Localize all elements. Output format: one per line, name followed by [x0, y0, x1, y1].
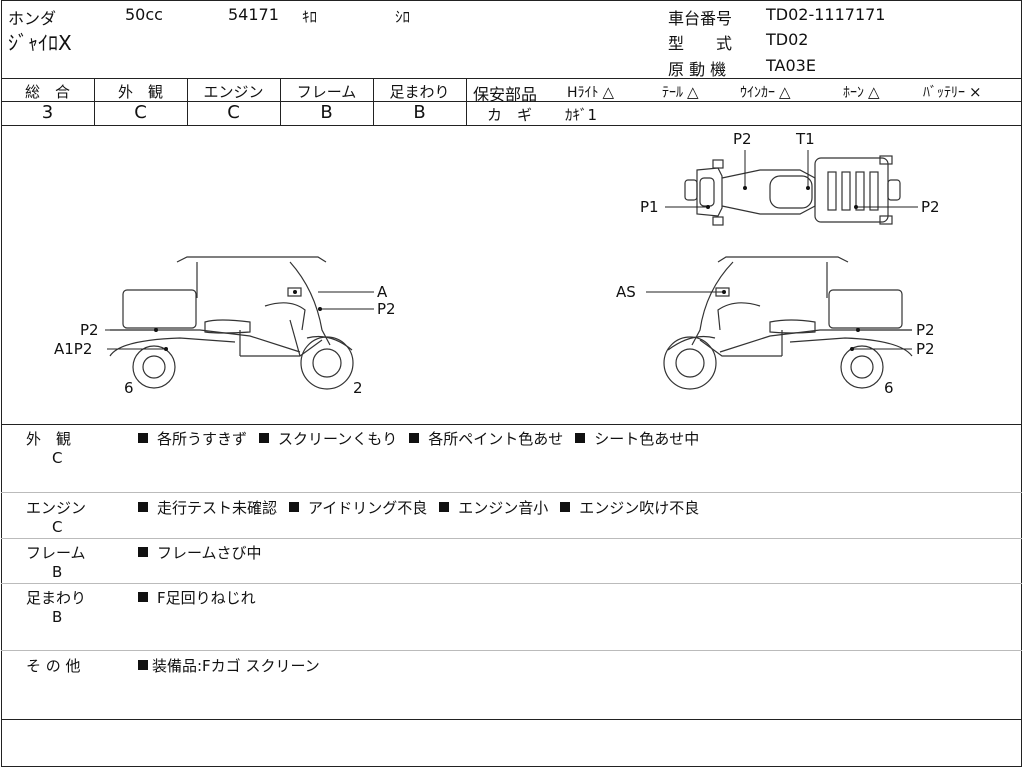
score-value-engine: C: [227, 102, 240, 123]
divider: [1, 424, 1022, 425]
row-divider: [1, 492, 1022, 493]
row-divider: [1, 650, 1022, 651]
engine-value: TA03E: [766, 56, 816, 75]
score-value-frame: B: [320, 102, 333, 123]
warning-triangle-icon: △: [779, 83, 791, 101]
warning-triangle-icon: △: [868, 83, 880, 101]
right-label-as: AS: [616, 283, 636, 301]
mirror-box: [715, 287, 730, 297]
frame-no-label: 車台番号: [668, 9, 733, 28]
safety-label: 保安部品: [473, 85, 538, 104]
type-value: TD02: [766, 30, 809, 49]
bullet-square-icon: [138, 547, 148, 557]
top-label-t1: T1: [795, 130, 815, 148]
left-label-p2-a: P2: [377, 300, 396, 318]
top-label-p2: P2: [733, 130, 752, 148]
right-label-wheel-rear: 6: [884, 379, 894, 397]
leader-lines: [105, 150, 918, 350]
row-divider: [1, 538, 1022, 539]
right-label-p2-b: P2: [916, 340, 935, 358]
bullet-square-icon: [138, 433, 148, 443]
score-label-total: 総 合: [24, 83, 70, 101]
warning-triangle-icon: △: [602, 83, 615, 101]
left-label-a: A: [377, 283, 388, 301]
score-label-frame: フレーム: [296, 83, 357, 101]
maker: ホンダ: [8, 9, 57, 28]
vehicle-diagram: P2 T1 P1 P2 A P2 P2 A1P2 6 2 AS P2 P2 6: [54, 130, 940, 397]
remark-label-engine: エンジン: [26, 499, 87, 517]
bullet-square-icon: [138, 592, 148, 602]
displacement: 50cc: [125, 5, 163, 24]
row-divider: [1, 583, 1022, 584]
mirror-box: [287, 287, 302, 297]
divider: [1, 101, 467, 102]
damage-dots: [154, 186, 860, 351]
cell-divider: [187, 78, 188, 126]
score-label-exterior: 外 観: [117, 83, 163, 101]
left-label-wheel-rear: 6: [124, 379, 134, 397]
remark-grade-suspension: B: [52, 608, 63, 626]
right-side-view-drawing: [663, 256, 913, 390]
left-side-view-drawing: [109, 256, 354, 390]
mileage: 54171: [228, 5, 279, 24]
key-value: ｶｷﾞ1: [565, 106, 598, 124]
bullet-square-icon: [138, 502, 148, 512]
remark-items-exterior: 各所うすきずスクリーンくもり各所ペイント色あせシート色あせ中: [138, 428, 711, 449]
top-view-drawing: [684, 155, 901, 226]
bullet-square-icon: [560, 502, 571, 512]
safety-item-horn: ﾎｰﾝ△: [843, 83, 880, 101]
cross-icon: ×: [969, 83, 982, 101]
score-label-engine: エンジン: [203, 83, 264, 101]
top-label-p2-right: P2: [921, 198, 940, 216]
remark-grade-frame: B: [52, 563, 63, 581]
divider: [1, 78, 1022, 79]
divider: [466, 101, 1022, 102]
remark-items-suspension: F足回りねじれ: [138, 587, 268, 608]
remark-items-engine: 走行テスト未確認アイドリング不良エンジン音小エンジン吹け不良: [138, 497, 711, 518]
score-value-exterior: C: [134, 102, 147, 123]
bullet-square-icon: [259, 433, 270, 443]
warning-triangle-icon: △: [687, 83, 699, 101]
top-label-p1: P1: [640, 198, 659, 216]
left-label-p2-b: P2: [80, 321, 99, 339]
safety-item-battery: ﾊﾞｯﾃﾘｰ×: [923, 83, 982, 101]
divider: [1, 125, 1022, 126]
cell-divider: [94, 78, 95, 126]
key-label: カ ギ: [487, 106, 533, 124]
engine-label: 原 動 機: [668, 60, 727, 79]
remark-label-frame: フレーム: [26, 544, 86, 562]
remark-items-other: 装備品:Fカゴ スクリーン: [138, 655, 332, 676]
bullet-square-icon: [138, 660, 148, 670]
remark-label-exterior: 外 観: [26, 430, 72, 448]
bullet-square-icon: [575, 433, 586, 443]
bullet-square-icon: [439, 502, 450, 512]
model-name: ｼﾞｬｲﾛX: [8, 31, 72, 55]
remark-grade-exterior: C: [52, 449, 63, 467]
cell-divider: [280, 78, 281, 126]
type-label: 型 式: [668, 34, 733, 53]
remark-label-other: そ の 他: [26, 657, 81, 675]
bullet-square-icon: [409, 433, 420, 443]
frame-no: TD02-1117171: [766, 5, 886, 24]
bullet-square-icon: [289, 502, 300, 512]
cell-divider: [466, 78, 467, 126]
color: ｼﾛ: [395, 8, 411, 26]
remark-label-suspension: 足まわり: [26, 589, 87, 607]
remark-items-frame: フレームさび中: [138, 542, 274, 563]
divider: [1, 719, 1022, 720]
mileage-unit: ｷﾛ: [302, 8, 318, 26]
score-value-suspension: B: [413, 102, 426, 123]
score-value-total: 3: [41, 102, 54, 123]
safety-item-winker: ｳｲﾝｶｰ△: [740, 83, 791, 101]
left-label-a1p2: A1P2: [54, 340, 92, 358]
remark-grade-engine: C: [52, 518, 63, 536]
left-label-wheel-front: 2: [353, 379, 363, 397]
score-label-suspension: 足まわり: [389, 83, 450, 101]
safety-item-headlight: Hﾗｲﾄ△: [567, 83, 615, 101]
right-label-p2-a: P2: [916, 321, 935, 339]
safety-item-tail: ﾃｰﾙ△: [662, 83, 699, 101]
cell-divider: [373, 78, 374, 126]
